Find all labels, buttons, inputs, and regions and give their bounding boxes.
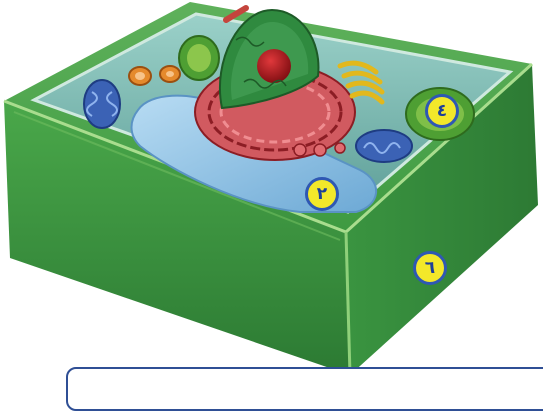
- mitochondrion-right: [356, 130, 412, 162]
- label-badge-2: ٢: [305, 177, 339, 211]
- plant-cell-diagram: ٢ ٤ ٦: [0, 0, 543, 382]
- mitochondrion-left: [84, 80, 120, 128]
- plant-cell-illustration: [0, 0, 543, 382]
- label-badge-4: ٤: [425, 94, 459, 128]
- answer-box[interactable]: [66, 367, 543, 411]
- chloroplast-top: [179, 36, 219, 80]
- label-badge-6: ٦: [413, 251, 447, 285]
- nucleolus: [257, 49, 291, 83]
